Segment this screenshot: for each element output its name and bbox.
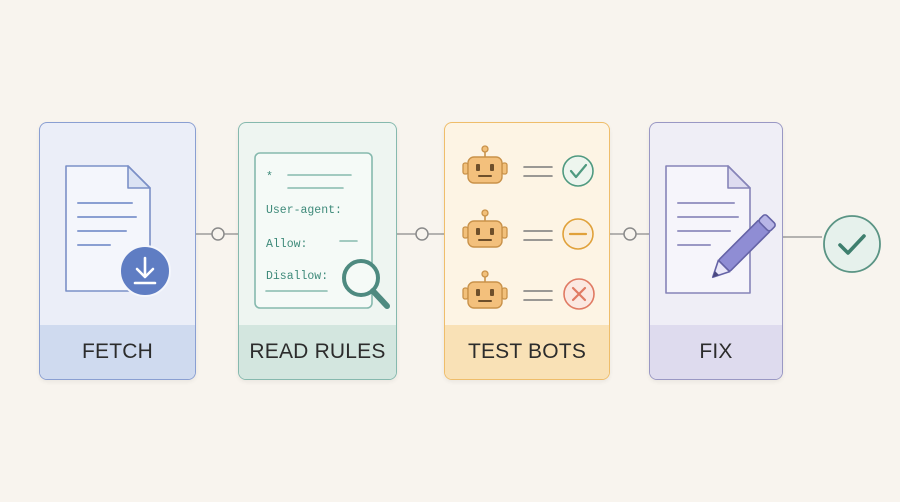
step-label-fetch: FETCH <box>82 340 153 363</box>
robot-icon <box>462 270 508 309</box>
check-circle-icon <box>823 215 881 273</box>
bot-test-list <box>462 145 595 310</box>
connector-node-3 <box>623 227 637 241</box>
step-label-area: FIX <box>650 325 782 379</box>
connector-node-1 <box>211 227 225 241</box>
step-card-fetch: FETCH <box>39 122 196 380</box>
user-agent-text: User-agent: <box>266 204 342 217</box>
allow-text: Allow: <box>266 238 307 251</box>
step-card-read-rules: * User-agent: Allow: Disallow: READ RULE… <box>238 122 397 380</box>
step-label-read-rules: READ RULES <box>249 340 386 363</box>
step-label-area: FETCH <box>40 325 195 379</box>
check-circle-icon <box>562 155 594 187</box>
bot-row-allowed <box>462 145 594 187</box>
connector-node-2 <box>415 227 429 241</box>
document-pencil-icon <box>665 165 776 294</box>
bot-row-blocked <box>462 270 595 310</box>
robot-icon <box>462 145 508 184</box>
document-download-icon <box>65 165 171 297</box>
bot-row-partial <box>462 209 594 250</box>
x-circle-icon <box>563 278 595 310</box>
robots-file-magnifier-icon: * User-agent: Allow: Disallow: <box>254 152 390 309</box>
wildcard-text: * <box>266 171 273 184</box>
robot-icon <box>462 209 508 248</box>
disallow-text: Disallow: <box>266 270 328 283</box>
step-label-area: TEST BOTS <box>445 325 609 379</box>
step-card-test-bots: TEST BOTS <box>444 122 610 380</box>
minus-circle-icon <box>562 218 594 250</box>
step-card-fix: FIX <box>649 122 783 380</box>
step-label-area: READ RULES <box>239 325 396 379</box>
step-label-test-bots: TEST BOTS <box>467 340 587 363</box>
step-label-fix: FIX <box>699 340 733 363</box>
